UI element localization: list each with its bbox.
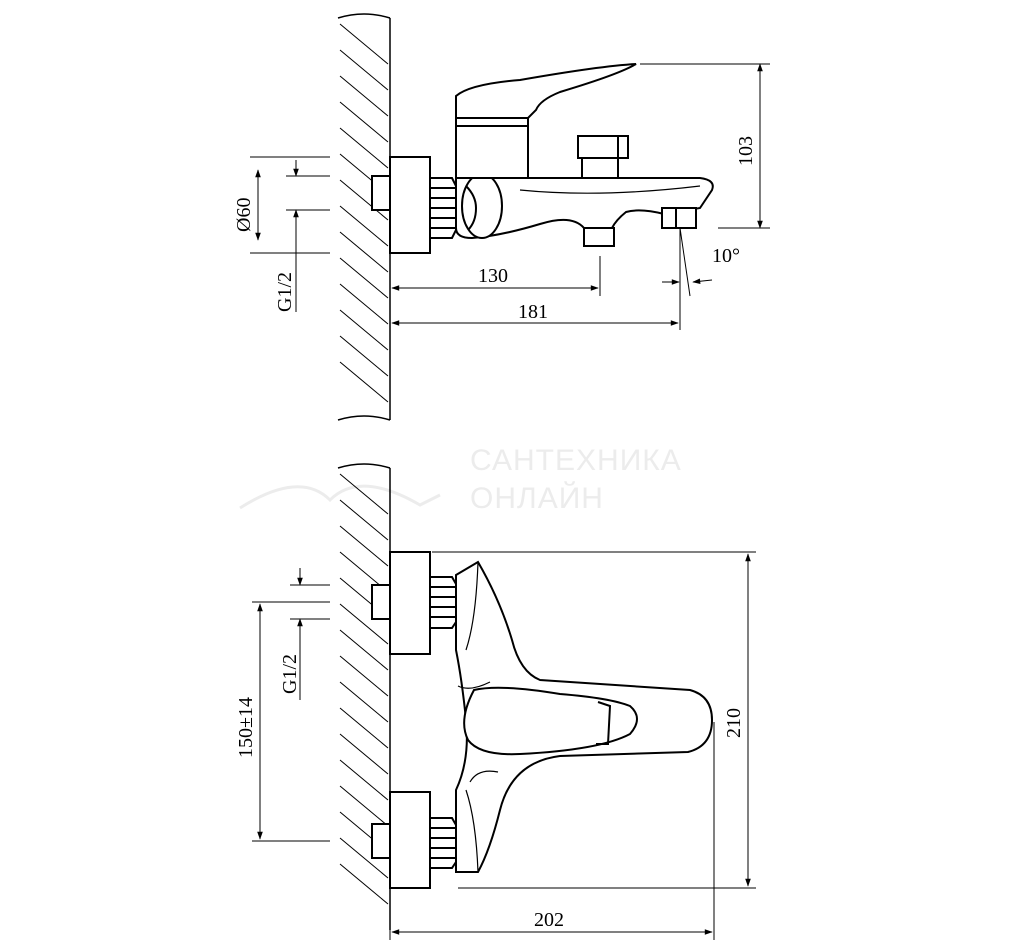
watermark: САНТЕХНИКА ОНЛАЙН: [239, 444, 682, 515]
spacing-label: 150±14: [235, 697, 257, 758]
hatch-line: [339, 629, 389, 671]
hatch-line: [339, 759, 389, 801]
wall-flange-top-upper: [371, 551, 457, 655]
hatch-line: [339, 785, 389, 827]
width-label: 210: [723, 708, 745, 738]
depth-long-label: 181: [518, 301, 548, 323]
top-thread-label: G1/2: [279, 654, 301, 694]
hatch-line: [339, 499, 389, 541]
diameter-label: Ø60: [233, 198, 255, 232]
watermark-line1: САНТЕХНИКА: [470, 444, 682, 477]
wall-section-top: [337, 463, 391, 930]
hatch-line: [339, 361, 389, 403]
hatch-line: [339, 733, 389, 775]
hatch-line: [339, 75, 389, 117]
top-view: G1/2 150±14 210 202: [235, 463, 756, 940]
hatch-line: [339, 335, 389, 377]
hatch-line: [339, 49, 389, 91]
hatch-line: [339, 127, 389, 169]
wall-flange-top-lower: [371, 791, 457, 889]
hatch-line: [339, 837, 389, 879]
watermark-line2: ОНЛАЙН: [470, 481, 604, 515]
hatch-line: [339, 23, 389, 65]
faucet-body-side: [455, 63, 714, 247]
hatch-line: [339, 681, 389, 723]
side-thread-label: G1/2: [274, 272, 296, 312]
depth-label: 202: [534, 909, 564, 931]
hatch-line: [339, 525, 389, 567]
wall-flange-side: [371, 156, 457, 254]
hatch-line: [339, 101, 389, 143]
hatch-line: [339, 603, 389, 645]
top-dimensions: [252, 551, 756, 940]
height-label: 103: [735, 136, 757, 166]
hatch-line: [339, 179, 389, 221]
hatch-line: [339, 863, 389, 905]
side-dimensions: [250, 63, 770, 335]
hatch-line: [339, 655, 389, 697]
angle-label: 10°: [712, 245, 740, 267]
depth-short-label: 130: [478, 265, 508, 287]
hatch-line: [339, 473, 389, 515]
hatch-line: [339, 257, 389, 299]
watermark-logo-icon: [239, 484, 441, 510]
faucet-body-top: [455, 560, 714, 873]
hatch-line: [339, 309, 389, 351]
wall-section-side: [337, 13, 391, 421]
hatch-line: [339, 283, 389, 325]
hatch-line: [339, 707, 389, 749]
side-view: Ø60 G1/2 103 10° 130 181: [233, 13, 770, 421]
hatch-line: [339, 231, 389, 273]
hatch-line: [339, 205, 389, 247]
